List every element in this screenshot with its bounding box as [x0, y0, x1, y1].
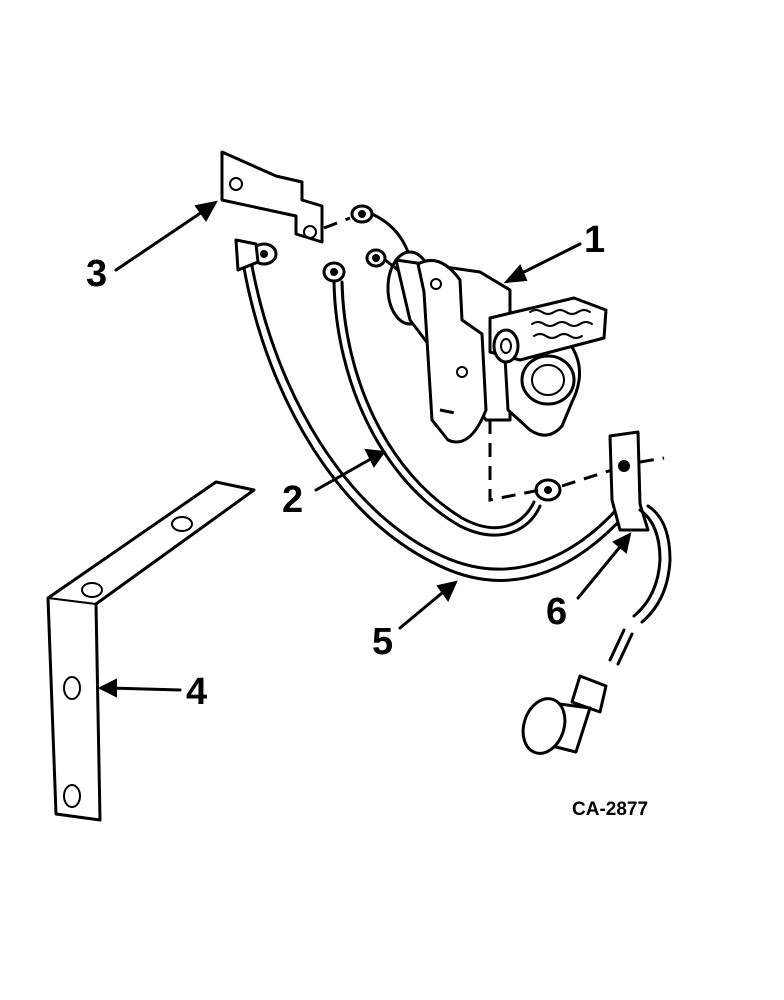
figure-code: CA-2877 — [572, 799, 648, 820]
callout-4: 4 — [186, 671, 207, 713]
callout-6: 6 — [546, 591, 567, 633]
callout-2: 2 — [282, 479, 303, 521]
part-6-clip-and-plug — [521, 430, 672, 755]
leader-arrows — [97, 200, 632, 698]
part-1-switch — [386, 250, 608, 444]
part-5-wire — [242, 264, 628, 582]
assembly-lines — [323, 216, 665, 502]
part-3-plate — [220, 150, 324, 244]
callout-5: 5 — [372, 621, 393, 663]
callout-1: 1 — [584, 219, 605, 261]
part-4-angle-bracket — [46, 480, 256, 822]
part-2-wire — [332, 280, 562, 537]
terminal-leads — [234, 204, 410, 283]
callout-3: 3 — [86, 253, 107, 295]
